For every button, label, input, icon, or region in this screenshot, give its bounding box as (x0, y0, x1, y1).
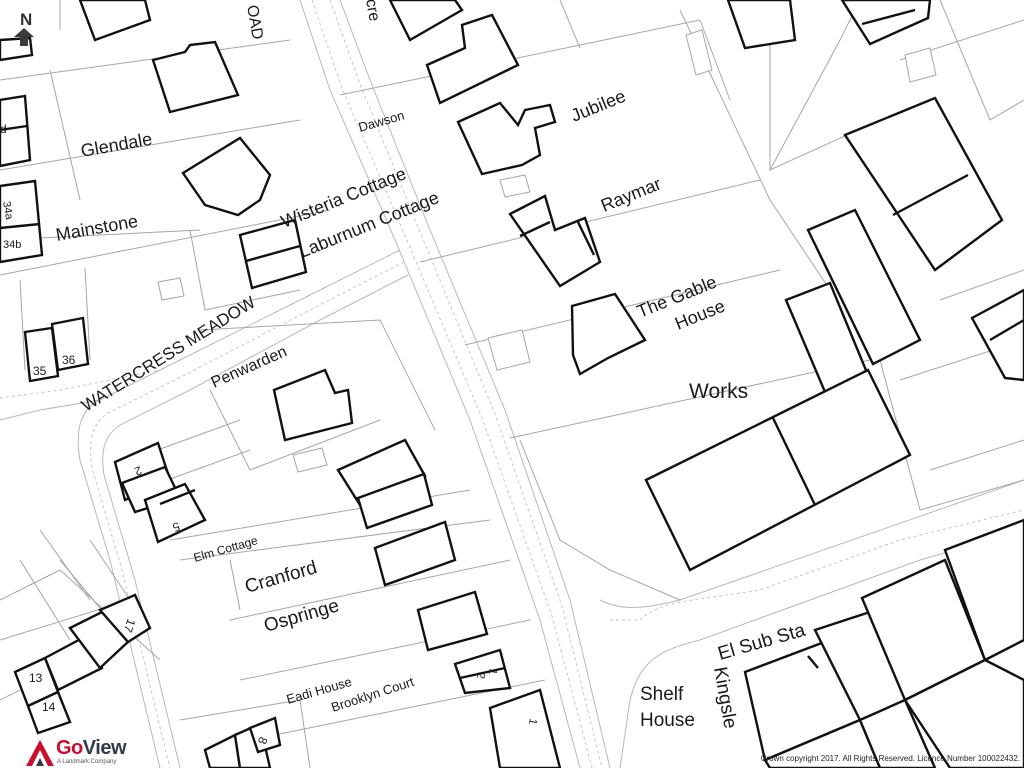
label-elm-cottage: Elm Cottage (192, 533, 260, 565)
house-number-13: 13 (29, 671, 43, 685)
label-mainstone: Mainstone (54, 211, 139, 245)
house-number-34b: 34b (3, 239, 21, 251)
goview-logo: GoView A Landmark Company (26, 736, 156, 768)
house-number-2b: 2 (474, 671, 487, 679)
house-number-14: 14 (42, 700, 56, 714)
goview-mark-icon (26, 740, 54, 766)
label-shelf: Shelf (640, 684, 684, 705)
house-number-8: 8 (255, 735, 271, 746)
label-glendale: Glendale (79, 129, 153, 161)
watercress-meadow-road (0, 249, 409, 768)
road-label-watercress-meadow: WATERCRESS MEADOW (78, 293, 259, 416)
house-number-34a: 34a (0, 200, 15, 221)
house-number-1c: 1 (526, 717, 539, 725)
label-dawson: Dawson (357, 108, 406, 135)
label-works: Works (689, 380, 748, 403)
road-label-kingsley: Kingsle (709, 665, 741, 730)
label-penwarden: Penwarden (209, 343, 290, 391)
house-number-35: 35 (33, 364, 47, 378)
house-number-17: 17 (121, 617, 139, 635)
house-number-36: 36 (62, 353, 76, 367)
house-number-2: 2 (132, 463, 143, 479)
copyright-notice: Crown copyright 2017. All Rights Reserve… (760, 754, 1020, 763)
logo-wordmark: GoView (56, 737, 127, 760)
house-number-1a: 1 (486, 667, 499, 675)
label-ospringe: Ospringe (262, 595, 342, 636)
label-left-d: d (0, 122, 7, 136)
north-label: N (20, 10, 33, 29)
logo-tagline: A Landmark Company (57, 759, 117, 765)
north-arrow-icon (14, 28, 34, 46)
label-raymar: Raymar (598, 174, 664, 216)
road-label-cre: cre (362, 0, 383, 23)
main-road (299, 0, 611, 768)
house-number-5: 5 (170, 519, 181, 535)
logo-view: View (82, 737, 127, 759)
label-shelf-house: House (640, 710, 695, 731)
north-indicator: N (6, 4, 50, 46)
kingsley-road (599, 479, 1024, 768)
logo-go: Go (56, 737, 83, 759)
label-jubilee: Jubilee (568, 86, 628, 126)
road-label-oad: OAD (243, 4, 266, 41)
label-cranford: Cranford (243, 557, 320, 598)
